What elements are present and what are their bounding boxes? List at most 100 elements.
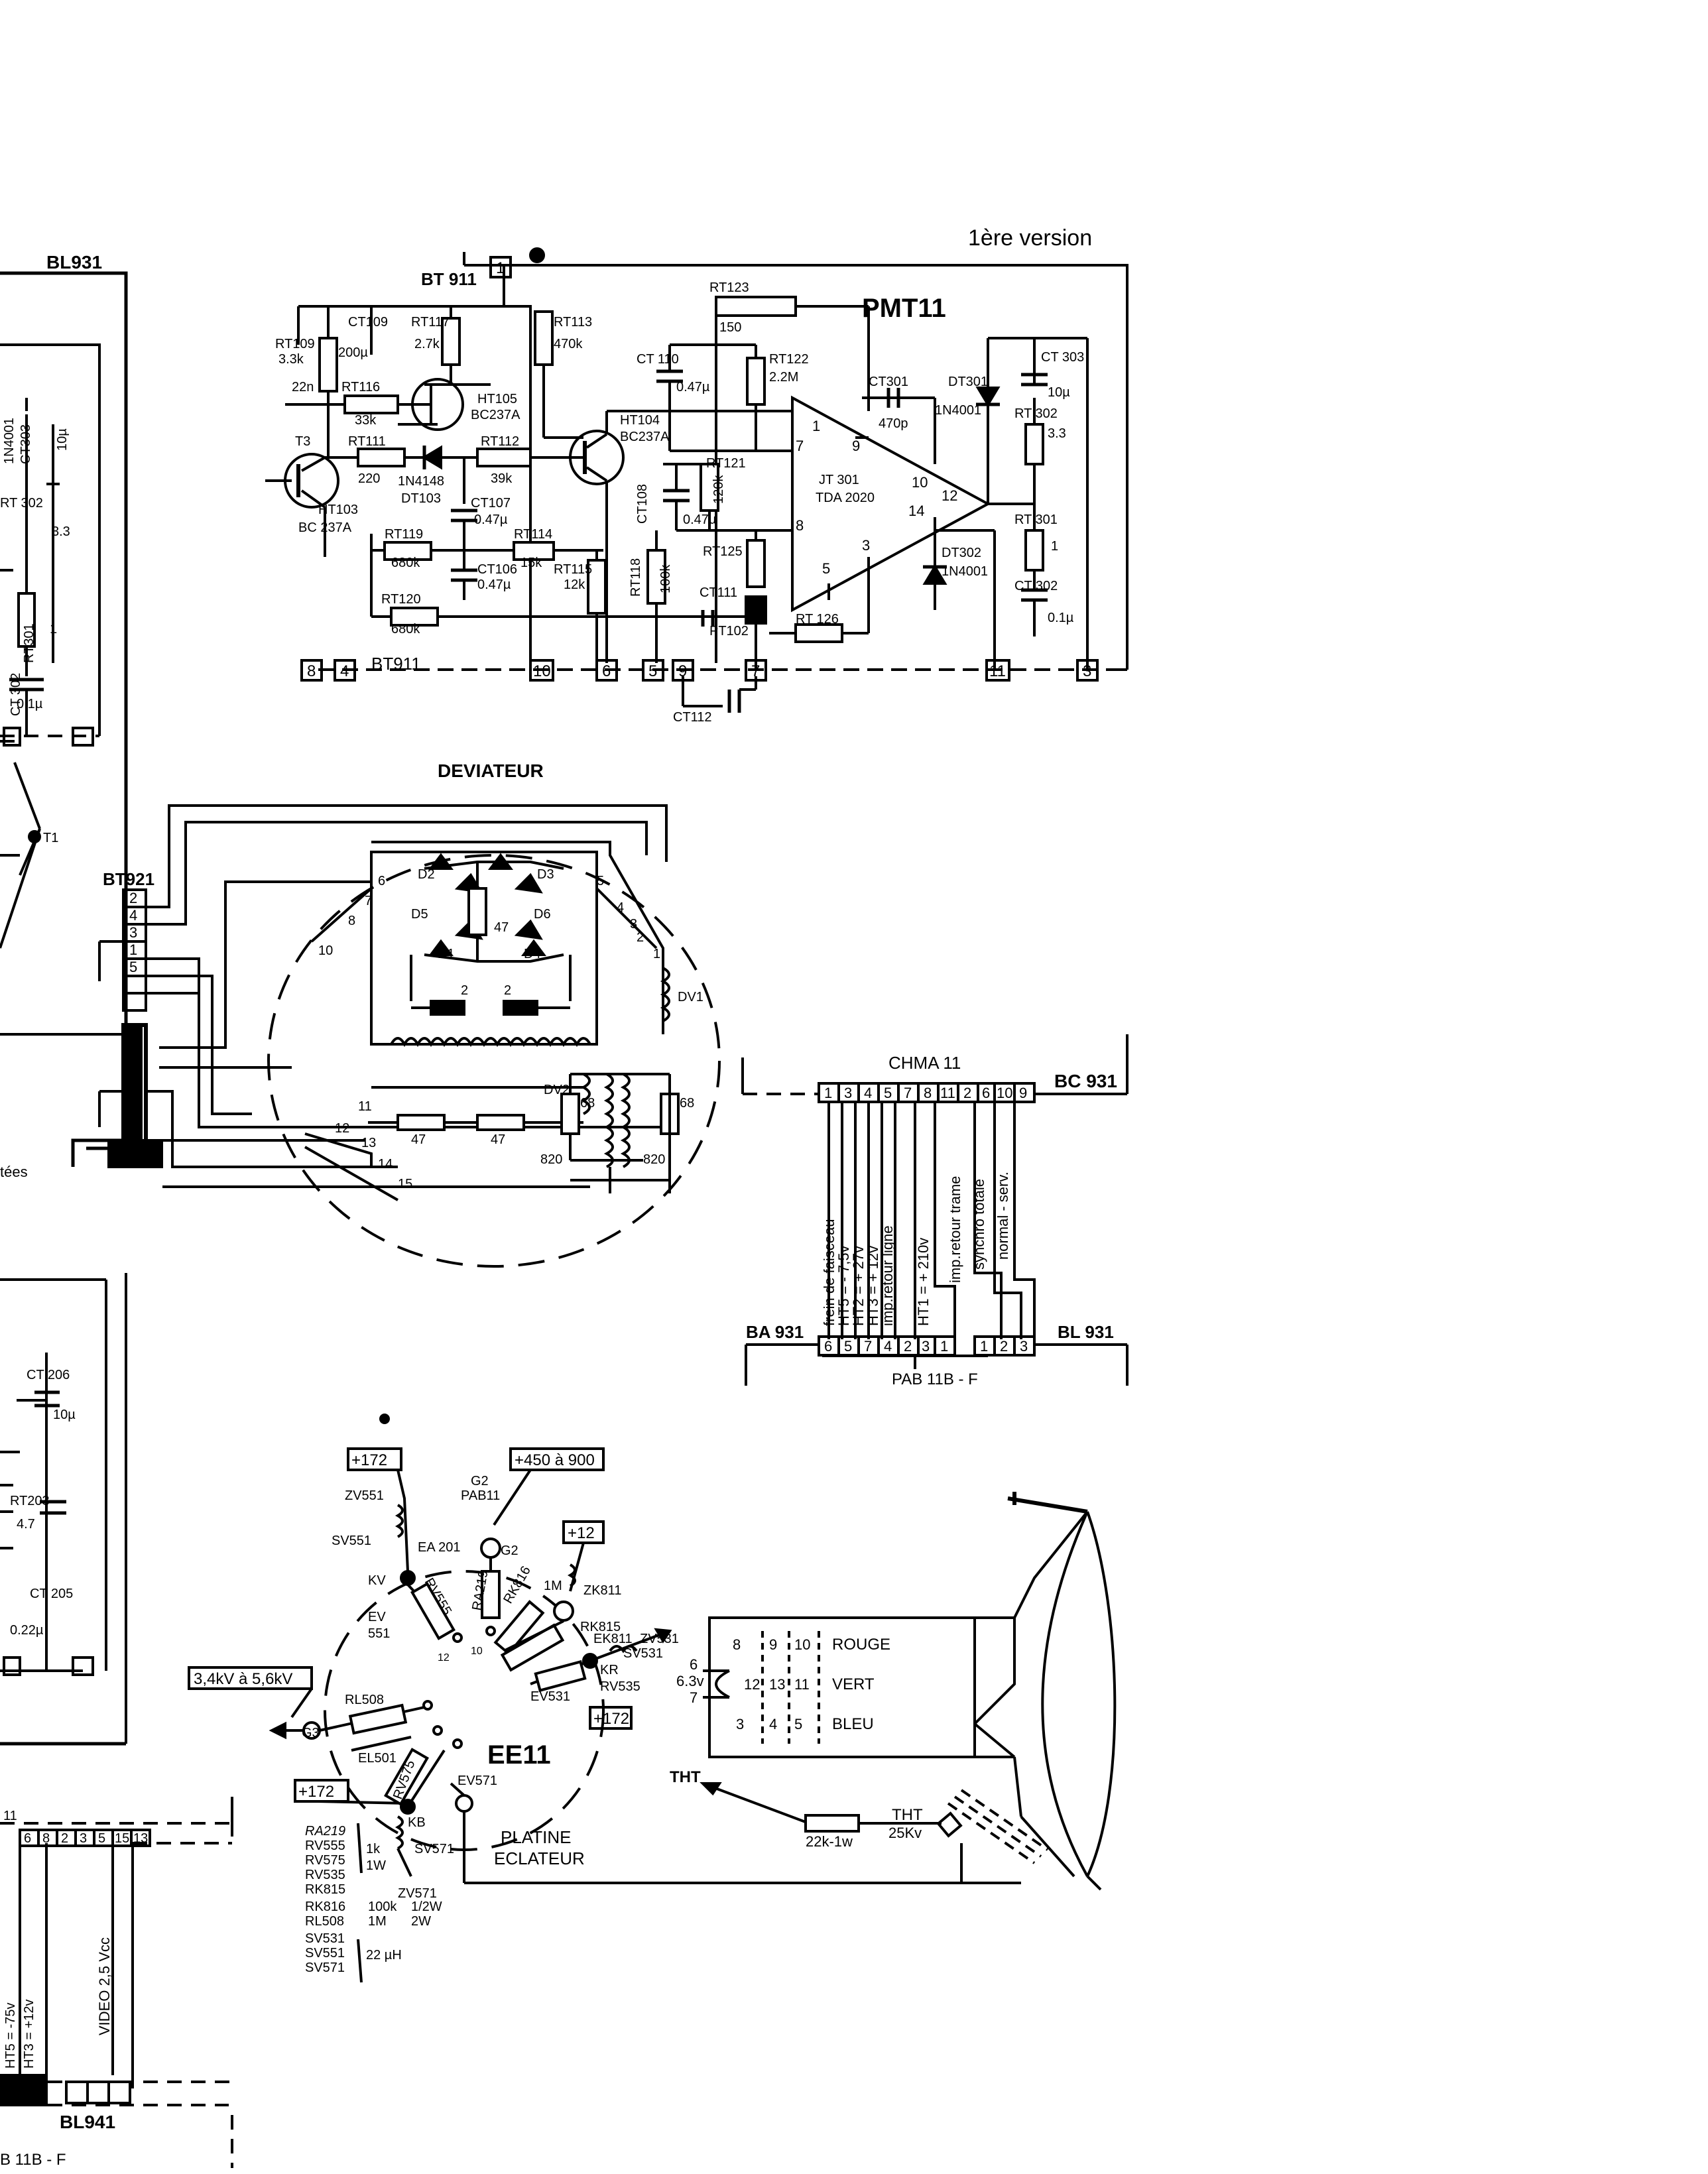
- svg-text:1M: 1M: [544, 1579, 562, 1593]
- svg-text:D6: D6: [534, 907, 551, 922]
- svg-text:470k: 470k: [554, 337, 583, 351]
- svg-text:1: 1: [1051, 539, 1058, 554]
- svg-text:47: 47: [494, 920, 509, 935]
- svg-text:CT 302: CT 302: [9, 673, 23, 716]
- ee11-legend: RA219 RV555 RV575 RV535 RK815 1k 1W RK81…: [305, 1824, 442, 1975]
- svg-text:RV555: RV555: [305, 1839, 345, 1853]
- svg-text:9: 9: [769, 1636, 777, 1653]
- ee11-supplies: +172 +450 à 900 +12 3,4kV à 5,6kV +172 +…: [194, 1451, 629, 1801]
- svg-text:RT111: RT111: [348, 434, 386, 449]
- pmt-pin-7: 7: [751, 662, 760, 680]
- svg-text:10: 10: [912, 474, 928, 491]
- svg-text:9: 9: [852, 438, 860, 454]
- svg-text:7: 7: [904, 1085, 912, 1101]
- svg-text:0.47µ: 0.47µ: [474, 513, 508, 527]
- svg-text:DT103: DT103: [401, 491, 441, 506]
- svg-text:BC237A: BC237A: [471, 408, 520, 422]
- svg-text:10: 10: [471, 1646, 483, 1657]
- platine-label: PLATINE: [501, 1827, 571, 1847]
- svg-text:ZK811: ZK811: [583, 1583, 621, 1598]
- svg-text:RT112: RT112: [481, 434, 519, 449]
- svg-text:15k: 15k: [520, 556, 542, 570]
- svg-text:1: 1: [50, 622, 57, 636]
- chma-bottom-left-pins: 6 5 7 4 2 3 1: [824, 1338, 948, 1355]
- svg-text:synchro totale: synchro totale: [971, 1179, 987, 1270]
- svg-text:D1: D1: [438, 947, 455, 961]
- svg-text:CT 205: CT 205: [30, 1587, 73, 1601]
- svg-text:3: 3: [736, 1716, 744, 1732]
- pmt-pin-3: 3: [1083, 662, 1091, 680]
- svg-text:RA219: RA219: [469, 1569, 491, 1612]
- svg-text:3: 3: [1020, 1338, 1028, 1355]
- svg-text:RL508: RL508: [345, 1693, 384, 1707]
- deviateur-boundary: [267, 854, 721, 1268]
- svg-text:tées: tées: [0, 1164, 28, 1180]
- svg-text:DV2: DV2: [544, 1083, 570, 1097]
- pmt-pin-8: 8: [307, 662, 316, 680]
- svg-text:3: 3: [922, 1338, 930, 1355]
- svg-text:5: 5: [822, 560, 830, 577]
- ee11-lines: [188, 1447, 975, 1983]
- svg-text:1: 1: [940, 1338, 948, 1355]
- svg-text:10: 10: [318, 943, 333, 958]
- svg-text:DV1: DV1: [678, 990, 703, 1004]
- svg-text:5: 5: [794, 1716, 802, 1732]
- svg-text:RT117: RT117: [411, 315, 450, 330]
- svg-text:6: 6: [378, 874, 385, 888]
- svg-text:12: 12: [744, 1676, 760, 1693]
- svg-text:HT104: HT104: [620, 413, 660, 428]
- deviateur-labels: D2 D3 D5 D6 47 D1 D4 2 2 6 7 8 10 5 4 3 …: [318, 867, 703, 1191]
- svg-text:2W: 2W: [411, 1914, 431, 1929]
- svg-text:1/2W: 1/2W: [411, 1900, 442, 1914]
- svg-text:G2: G2: [471, 1474, 489, 1488]
- svg-text:1N4001: 1N4001: [942, 564, 988, 579]
- svg-text:4: 4: [864, 1085, 872, 1101]
- svg-text:39k: 39k: [491, 471, 513, 486]
- svg-text:5: 5: [844, 1338, 852, 1355]
- svg-text:0.47µ: 0.47µ: [676, 380, 710, 394]
- svg-text:CT 110: CT 110: [637, 352, 679, 367]
- svg-text:1: 1: [824, 1085, 832, 1101]
- pmt-pin-11: 11: [989, 662, 1006, 680]
- svg-text:1N4001: 1N4001: [2, 418, 17, 464]
- tht-value: 25Kv: [888, 1825, 922, 1841]
- svg-text:G2: G2: [501, 1543, 518, 1558]
- ee11-labels: G2 PAB11 ZV551 SV551 KV EA 201 RV555 G2 …: [302, 1474, 679, 1901]
- crt-lines: [700, 1492, 1117, 1891]
- crt-rouge: ROUGE: [832, 1636, 890, 1654]
- svg-text:0.1µ: 0.1µ: [1048, 611, 1074, 625]
- svg-text:6: 6: [690, 1656, 698, 1673]
- svg-text:+12: +12: [568, 1524, 595, 1542]
- svg-text:2: 2: [1000, 1338, 1008, 1355]
- eclateur-label: ECLATEUR: [494, 1848, 585, 1868]
- svg-text:EV531: EV531: [530, 1689, 570, 1704]
- svg-text:13: 13: [133, 1831, 148, 1846]
- svg-text:CT 303: CT 303: [1041, 350, 1084, 365]
- svg-text:4: 4: [769, 1716, 777, 1732]
- svg-text:SV551: SV551: [305, 1946, 345, 1961]
- svg-text:RT 126: RT 126: [796, 612, 839, 627]
- svg-text:11: 11: [358, 1099, 372, 1114]
- ee11-title: EE11: [487, 1740, 551, 1770]
- svg-text:BT921: BT921: [103, 869, 154, 889]
- pmt-pin-5: 5: [648, 662, 657, 680]
- svg-text:EK811: EK811: [593, 1632, 633, 1646]
- svg-text:7: 7: [864, 1338, 872, 1355]
- svg-text:HT103: HT103: [318, 503, 358, 517]
- svg-text:RK815: RK815: [580, 1620, 621, 1634]
- svg-text:KB: KB: [408, 1815, 426, 1830]
- svg-text:D5: D5: [411, 907, 428, 922]
- svg-text:RK815: RK815: [305, 1882, 345, 1897]
- svg-text:CT111: CT111: [700, 585, 737, 600]
- svg-text:5: 5: [597, 874, 604, 888]
- svg-text:150: 150: [719, 320, 741, 335]
- svg-text:3.3k: 3.3k: [278, 352, 304, 367]
- svg-text:RT118: RT118: [629, 558, 643, 597]
- chma-signal-labels: frein de faisceau HT5 = - 7,5v HT2 = + 2…: [821, 1172, 1011, 1326]
- svg-text:JT 301: JT 301: [819, 473, 859, 487]
- svg-text:8: 8: [733, 1636, 741, 1653]
- svg-text:2.7k: 2.7k: [414, 337, 440, 351]
- svg-text:2: 2: [61, 1831, 68, 1846]
- svg-text:imp.retour ligne: imp.retour ligne: [879, 1225, 896, 1326]
- svg-text:RT116: RT116: [341, 380, 380, 394]
